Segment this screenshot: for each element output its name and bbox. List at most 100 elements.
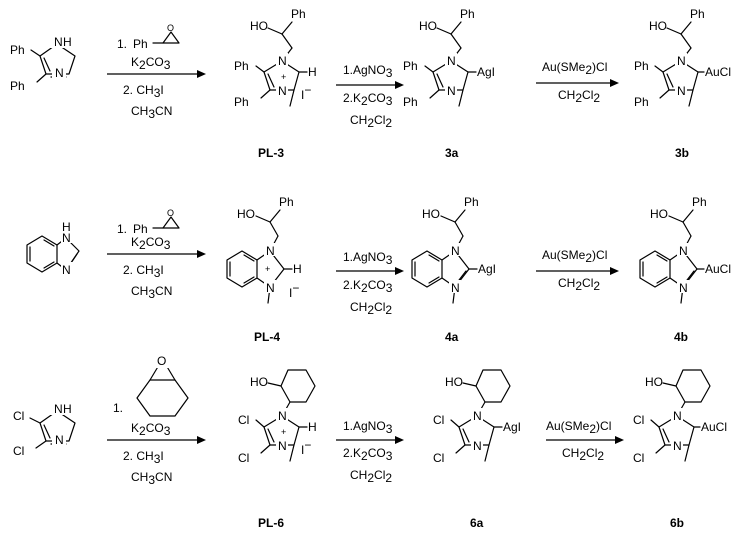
iodide: I− [289,281,299,300]
solvent: CH3CN [131,284,172,301]
step-number: 1. [117,222,127,236]
solvent: CH2Cl2 [350,300,392,317]
charge-plus: + [281,72,286,82]
n-atom: N [451,281,460,295]
reaction-arrow: Au(SMe2)Cl CH2Cl2 [536,248,619,293]
ph-substituent: Ph [234,95,249,109]
hydroxyl: HO [645,375,663,389]
compound-label: PL-4 [254,330,280,344]
solvent: CH3CN [131,470,172,487]
compound-label: 6a [470,516,484,530]
reagent-base: K2CO3 [131,235,171,252]
n-atom: N [673,439,682,453]
solvent: CH3CN [131,104,172,121]
cl-substituent: Cl [238,451,249,465]
reaction-arrow: 1.AgNO3 2.K2CO3 CH2Cl2 [336,419,404,485]
reaction-arrow: O 1. K2CO3 2. CH3I CH3CN [107,354,206,487]
n-atom: N [278,84,287,98]
n-atom: N [677,84,686,98]
epoxide-o: O [157,354,166,368]
n-atom: N [62,263,71,277]
ph-substituent: Ph [634,95,649,109]
metal-fragment: AuCl [705,262,731,276]
n-atom: N [679,281,688,295]
gold-complex: Cl Cl N N AuCl HO 6b [633,369,727,530]
reaction-arrow: 1.AgNO3 2.K2CO3 CH2Cl2 [336,250,404,317]
n-atom: N [677,54,686,68]
solvent: CH2Cl2 [562,446,604,463]
cl-substituent: Cl [238,413,249,427]
cl-substituent: Cl [13,409,24,423]
reagent-silver-nitrate: 1.AgNO3 [343,63,393,80]
reaction-arrow: Au(SMe2)Cl CH2Cl2 [536,60,619,105]
n-atom: N [673,409,682,423]
reagent-gold-precursor: Au(SMe2)Cl [546,419,611,436]
n-atom: N [278,439,287,453]
n-atom: N [55,433,64,447]
benzimidazole: N H N [26,220,80,277]
hydroxyl: HO [419,19,437,33]
h-atom: H [63,35,72,49]
n-atom: N [278,54,287,68]
compound-label: 4a [445,330,459,344]
hydroxyl: HO [250,375,268,389]
silver-complex: Ph Ph N N AgI HO Ph 3a [403,7,495,160]
hydroxyl: HO [237,207,255,221]
reaction-arrow: 1.AgNO3 2.K2CO3 CH2Cl2 [336,63,404,130]
n-atom: N [447,84,456,98]
reaction-arrow: 1. Ph O K2CO3 2. CH3I CH3CN [107,208,206,301]
n-atom: N [54,402,63,416]
ph-substituent: Ph [234,59,249,73]
ph-substituent: Ph [690,7,705,21]
row-2: N H N 1. Ph O K2CO3 2. CH3I CH3CN [26,195,731,344]
reagent-base: K2CO3 [131,55,171,72]
reagent-methyl-iodide: 2. CH3I [123,449,164,466]
n-atom: N [447,54,456,68]
n-atom: N [278,409,287,423]
metal-fragment: AuCl [701,420,727,434]
iodide: I− [301,438,311,457]
reagent-base: 2.K2CO3 [343,278,393,295]
silver-complex: N N AgI HO Ph 4a [411,195,496,344]
n-atom: N [451,244,460,258]
imidazolium-salt: Ph Ph N N + H I− HO Ph PL-3 [234,7,317,160]
reagent-ph: Ph [133,222,148,236]
hydroxyl: HO [422,207,440,221]
epoxide-o: O [167,208,174,218]
reagent-methyl-iodide: 2. CH3I [123,263,164,280]
n-atom: N [473,409,482,423]
n-atom: N [679,244,688,258]
reagent-base: 2.K2CO3 [343,91,393,108]
ph-substituent: Ph [403,59,418,73]
metal-fragment: AgI [477,65,495,79]
row-3: Cl Cl N H N O 1. K2CO3 2. CH3I CH3CN [13,354,727,530]
solvent: CH2Cl2 [558,276,600,293]
compound-label: 4b [674,330,688,344]
ph-substituent: Ph [403,95,418,109]
gold-complex: N N AuCl HO Ph 4b [639,195,731,344]
charge-plus: + [265,264,270,274]
h-atom: H [62,220,71,234]
dichloroimidazole: Cl Cl N H N [13,402,76,458]
n-atom: N [54,35,63,49]
row-1: Ph Ph N H N 1. Ph O K2CO3 2. CH3I CH3CN [10,7,731,160]
n-atom: N [266,281,275,295]
cl-substituent: Cl [633,451,644,465]
hydroxyl: HO [445,375,463,389]
hydroxyl: HO [250,19,268,33]
reaction-arrow: 1. Ph O K2CO3 2. CH3I CH3CN [107,23,206,121]
n-atom: N [55,66,64,80]
reaction-arrow: Au(SMe2)Cl CH2Cl2 [546,419,624,463]
ph-substituent: Ph [10,79,25,93]
reagent-base: 2.K2CO3 [343,446,393,463]
ph-substituent: Ph [291,7,306,21]
h-atom: H [308,65,317,79]
epoxide-o: O [167,23,174,33]
metal-fragment: AuCl [705,65,731,79]
reagent-ph: Ph [133,37,148,51]
gold-complex: Ph Ph N N AuCl HO Ph 3b [634,7,731,160]
compound-label: 3a [445,146,459,160]
hydroxyl: HO [650,207,668,221]
n-atom: N [473,439,482,453]
